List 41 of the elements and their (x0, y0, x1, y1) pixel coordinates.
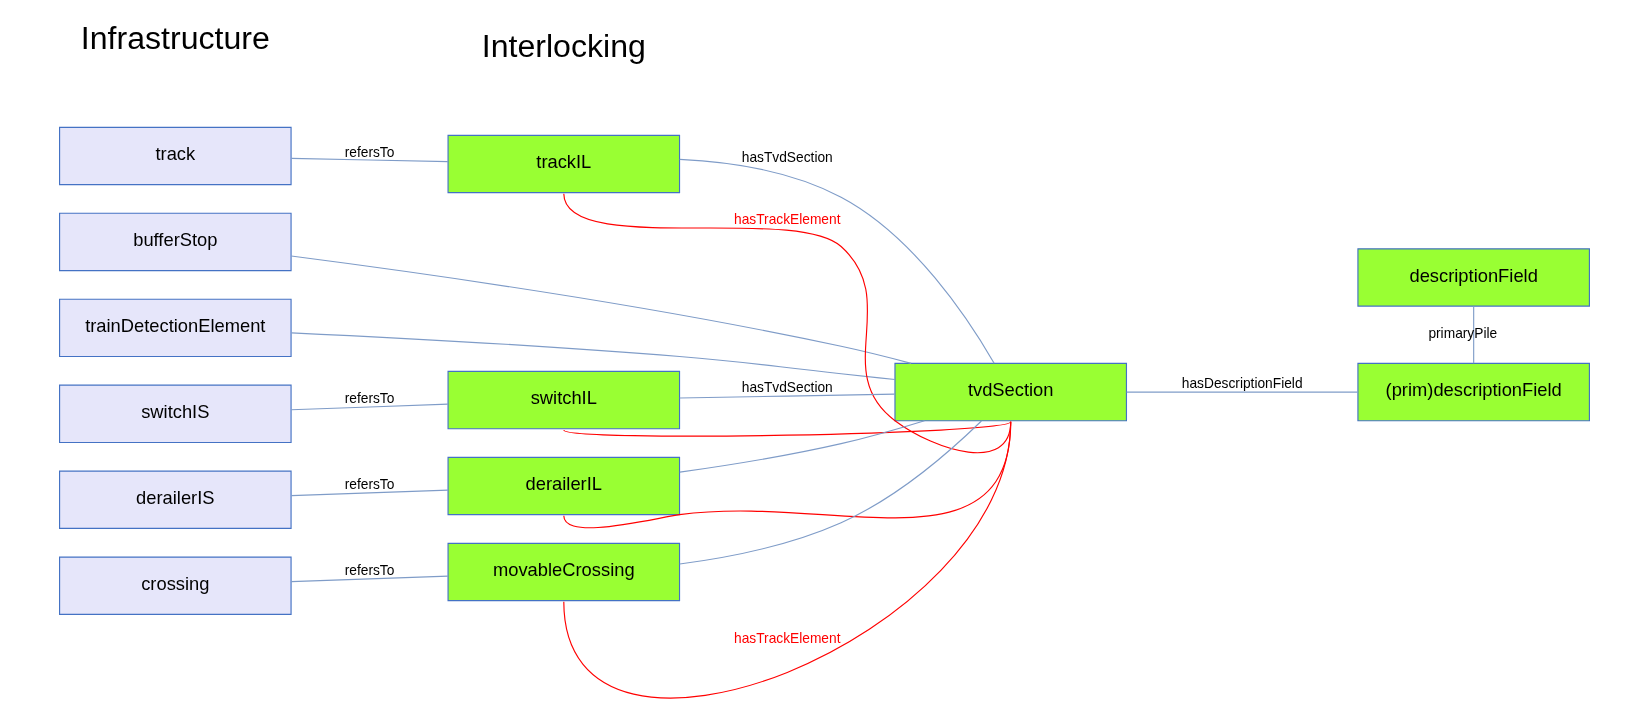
node-box: switchIL (447, 370, 680, 430)
node-box: descriptionField (1356, 248, 1590, 307)
node-box: derailerIL (447, 456, 680, 516)
connector (678, 158, 995, 364)
connector (562, 421, 1011, 437)
node-box: switchIS (58, 384, 292, 444)
edge-label: hasTvdSection (741, 150, 833, 166)
connector (290, 489, 448, 497)
edge-label: refersTo (344, 144, 394, 160)
connector (678, 420, 982, 565)
connector (562, 193, 1011, 454)
node-box: movableCrossing (447, 542, 680, 602)
node-box: bufferStop (58, 212, 292, 272)
connector (290, 332, 895, 381)
node-box: (prim)descriptionField (1356, 362, 1590, 422)
node-box: trainDetectionElement (58, 298, 292, 358)
connector (1472, 305, 1474, 364)
edge-label: hasTrackElement (733, 630, 840, 646)
connector (562, 421, 1011, 529)
edge-label: hasTrackElement (733, 212, 840, 228)
connector (678, 420, 925, 473)
connector (290, 255, 912, 364)
label: Interlocking (481, 28, 646, 65)
node-box: derailerIS (58, 470, 292, 529)
connector (290, 575, 448, 583)
connector (562, 421, 1011, 699)
edge-label: hasTvdSection (741, 379, 833, 395)
node-box: tvdSection (893, 362, 1127, 422)
connector (678, 393, 895, 399)
label: Infrastructure (80, 20, 270, 57)
node-box: trackIL (447, 134, 680, 194)
edge-label: refersTo (344, 391, 394, 407)
edge-label: hasDescriptionField (1181, 376, 1303, 392)
connector (290, 157, 448, 163)
edge-label: refersTo (344, 562, 394, 578)
edge-label: primaryPile (1427, 326, 1497, 342)
node-box: crossing (58, 556, 292, 615)
connector (1125, 391, 1358, 393)
connector (290, 403, 448, 411)
edge-label: refersTo (344, 477, 394, 493)
node-box: track (58, 126, 292, 186)
